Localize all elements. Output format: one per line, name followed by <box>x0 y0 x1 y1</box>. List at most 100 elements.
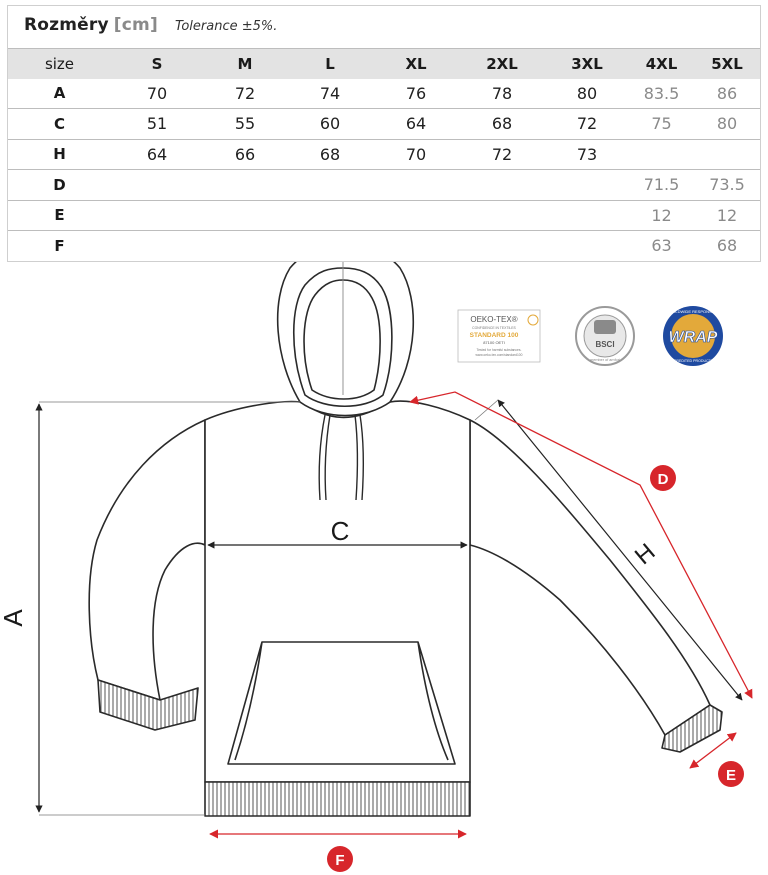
table-cell: 68 <box>459 108 545 140</box>
size-table: size S M L XL 2XL 3XL 4XL 5XL A 70 72 74… <box>8 48 760 261</box>
bsci-name: BSCI <box>595 340 614 349</box>
table-cell: 60 <box>287 108 373 140</box>
table-row: H 64 66 68 70 72 73 <box>8 139 760 170</box>
table-cell <box>545 169 629 201</box>
table-cell: 86 <box>694 78 760 109</box>
table-cell <box>287 231 373 261</box>
badge-f-text: F <box>335 852 344 869</box>
left-cuff <box>97 679 199 731</box>
table-cell: 76 <box>373 78 459 109</box>
table-cell: 51 <box>111 108 203 140</box>
bsci-logo: BSCI member of amfori <box>575 306 635 366</box>
column-header: 2XL <box>459 48 545 79</box>
table-cell <box>287 200 373 231</box>
column-header: 5XL <box>694 48 760 79</box>
table-cell: 83.5 <box>629 78 694 109</box>
column-header: 4XL <box>629 48 694 79</box>
right-cuff <box>661 704 723 753</box>
row-label: F <box>54 236 65 255</box>
row-label: E <box>8 200 111 231</box>
table-cell: 73.5 <box>694 169 760 201</box>
table-cell <box>459 231 545 261</box>
row-label: A <box>8 78 111 109</box>
table-cell: 75 <box>629 108 694 140</box>
table-cell: 72 <box>545 108 629 140</box>
table-cell <box>459 169 545 201</box>
table-row: F 63 68 <box>8 231 760 261</box>
table-row: A 70 72 74 76 78 80 83.5 86 <box>8 78 760 109</box>
bsci-hand-icon <box>594 320 616 334</box>
table-cell: 63 <box>651 236 672 256</box>
label-h: H <box>630 538 661 570</box>
unit-label: [cm] <box>113 15 158 35</box>
oekotex-standard: STANDARD 100 <box>470 332 519 339</box>
table-cell: 66 <box>203 139 287 170</box>
table-cell: 12 <box>629 200 694 231</box>
table-cell <box>694 139 760 170</box>
table-cell: 74 <box>287 78 373 109</box>
table-cell: 12 <box>694 200 760 231</box>
table-cell: 78 <box>459 78 545 109</box>
wrap-logo: WORLDWIDE RESPONSIBLE WRAP ACCREDITED PR… <box>663 306 723 366</box>
badge-e: E <box>718 761 744 787</box>
table-cell: 71.5 <box>629 169 694 201</box>
table-cell <box>111 231 203 261</box>
table-cell: 68 <box>287 139 373 170</box>
table-cell <box>111 200 203 231</box>
table-cell: 70 <box>111 78 203 109</box>
table-cell: 72 <box>203 78 287 109</box>
badge-d: D <box>650 465 676 491</box>
table-cell <box>459 200 545 231</box>
left-sleeve <box>88 419 206 701</box>
column-header: S <box>111 48 203 79</box>
oekotex-note1: Tested for harmful substances. <box>477 348 522 352</box>
row-label: H <box>8 139 111 170</box>
measure-e-line <box>689 732 737 769</box>
size-chart-panel: Rozměry[cm] Tolerance ±5%. size S M L XL… <box>7 5 761 262</box>
size-chart-header: Rozměry[cm] Tolerance ±5%. <box>8 6 760 45</box>
wrap-name: WRAP <box>669 329 718 346</box>
column-header-size: size <box>8 48 111 79</box>
measure-d-line <box>409 391 753 699</box>
table-cell: 64 <box>111 139 203 170</box>
table-row: C 51 55 60 64 68 72 75 80 <box>8 108 760 140</box>
table-cell: 72 <box>459 139 545 170</box>
table-cell <box>203 200 287 231</box>
table-cell: 80 <box>694 108 760 140</box>
column-header: XL <box>373 48 459 79</box>
table-cell: 64 <box>373 108 459 140</box>
table-row: E 12 12 <box>8 200 760 231</box>
oekotex-subtitle: CONFIDENCE IN TEXTILES <box>472 326 516 330</box>
table-cell <box>545 200 629 231</box>
hoodie-measurement-diagram: A C H D E F OEKO-TEX® CONFIDENCE IN TEXT… <box>0 262 753 872</box>
badge-f: F <box>327 846 353 872</box>
table-cell: 55 <box>203 108 287 140</box>
row-label: C <box>8 108 111 140</box>
wrap-bottom-text: ACCREDITED PRODUCTION <box>669 359 718 363</box>
table-cell <box>373 200 459 231</box>
column-header: L <box>287 48 373 79</box>
table-cell <box>545 231 629 261</box>
size-chart-title: Rozměry[cm] <box>24 15 158 35</box>
bsci-ring-text: member of amfori <box>590 358 620 362</box>
drawstrings <box>318 414 365 501</box>
table-cell <box>203 231 287 261</box>
right-sleeve <box>469 419 711 736</box>
label-c: C <box>331 516 350 546</box>
table-cell: 68 <box>716 236 738 256</box>
wrap-top-text: WORLDWIDE RESPONSIBLE <box>666 309 721 314</box>
badge-d-text: D <box>658 471 669 488</box>
table-row: D 71.5 73.5 <box>8 169 760 201</box>
column-header: 3XL <box>545 48 629 79</box>
table-cell <box>203 169 287 201</box>
table-cell <box>629 139 694 170</box>
table-cell <box>111 169 203 201</box>
table-cell <box>373 231 459 261</box>
waistband <box>204 781 471 817</box>
table-cell: 73 <box>545 139 629 170</box>
oekotex-code: 87100 OETI <box>483 340 505 345</box>
table-cell <box>373 169 459 201</box>
tolerance-note: Tolerance ±5%. <box>175 19 278 34</box>
column-header: M <box>203 48 287 79</box>
hood-inner <box>303 279 381 400</box>
